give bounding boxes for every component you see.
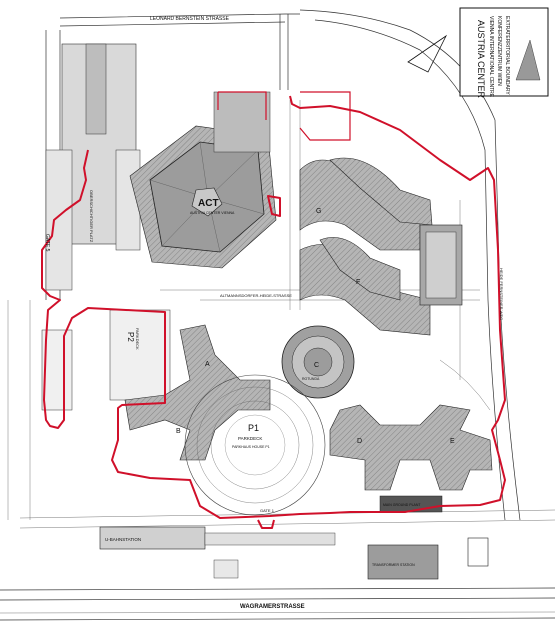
complex-gf <box>299 157 463 336</box>
p2-label: P2 <box>126 332 135 342</box>
street-inner-label: ALTMANNSDORFER-HEIDE-STRASSE <box>220 293 292 298</box>
substation-label: TRANSFORMER STATION <box>372 563 415 567</box>
street-north-label: LEONARD BERNSTEIN STRASSE <box>150 16 230 22</box>
building-c-label: C <box>314 362 319 369</box>
p1-label: P1 <box>248 423 259 433</box>
act-label: ACT <box>198 198 219 209</box>
title-line2: KONFERENZZENTRUM WIEN <box>496 16 502 86</box>
act-building <box>129 91 277 269</box>
street-south-label: WAGRAMERSTRASSE <box>240 604 305 610</box>
south-structures <box>99 495 489 580</box>
title-block: AUSTRIA CENTER VIENNA INTERNATIONAL CENT… <box>459 7 549 99</box>
title-brand: AUSTRIA CENTER <box>476 20 486 99</box>
extraterritorial-boundary <box>41 91 506 529</box>
p1-sub-label: PARKDECK <box>238 436 262 441</box>
gate5-label: GATE 5 <box>44 234 50 252</box>
building-a-label: A <box>205 361 210 368</box>
complex-ab <box>124 324 355 461</box>
plant-label: MAIN GROUND PLANT <box>383 503 421 507</box>
title-line1: VIENNA INTERNATIONAL CENTRE <box>488 16 494 98</box>
street-east-label: HEIDE FERNSTEINER WEG <box>499 268 504 320</box>
building-f-label: F <box>356 279 360 286</box>
building-e-label: E <box>450 438 455 445</box>
p2-sub-label: PARKDECK <box>135 328 140 350</box>
act-sub-label: AUSTRIA CENTER VIENNA <box>190 211 235 215</box>
p1-note-label: PARKHAUS HOUSE P1 <box>232 445 270 449</box>
title-line3: EXTRATERRITORIAL BOUNDARY <box>504 16 510 95</box>
left-blocks <box>41 43 171 411</box>
north-arrow-icon <box>407 34 448 73</box>
building-d-label: D <box>357 438 362 445</box>
rotunda-label: ROTUNDA <box>302 377 320 381</box>
complex-de <box>329 404 493 491</box>
gate1-label: GATE 1 <box>260 508 275 513</box>
oeckler-label: OBERSCHICHTIGER PLATZ <box>89 190 94 243</box>
p1-plaza <box>184 374 326 516</box>
building-g-label: G <box>316 208 321 215</box>
ubahn-label: U-BAHNSTATION <box>105 537 141 542</box>
building-b-label: B <box>176 428 181 435</box>
